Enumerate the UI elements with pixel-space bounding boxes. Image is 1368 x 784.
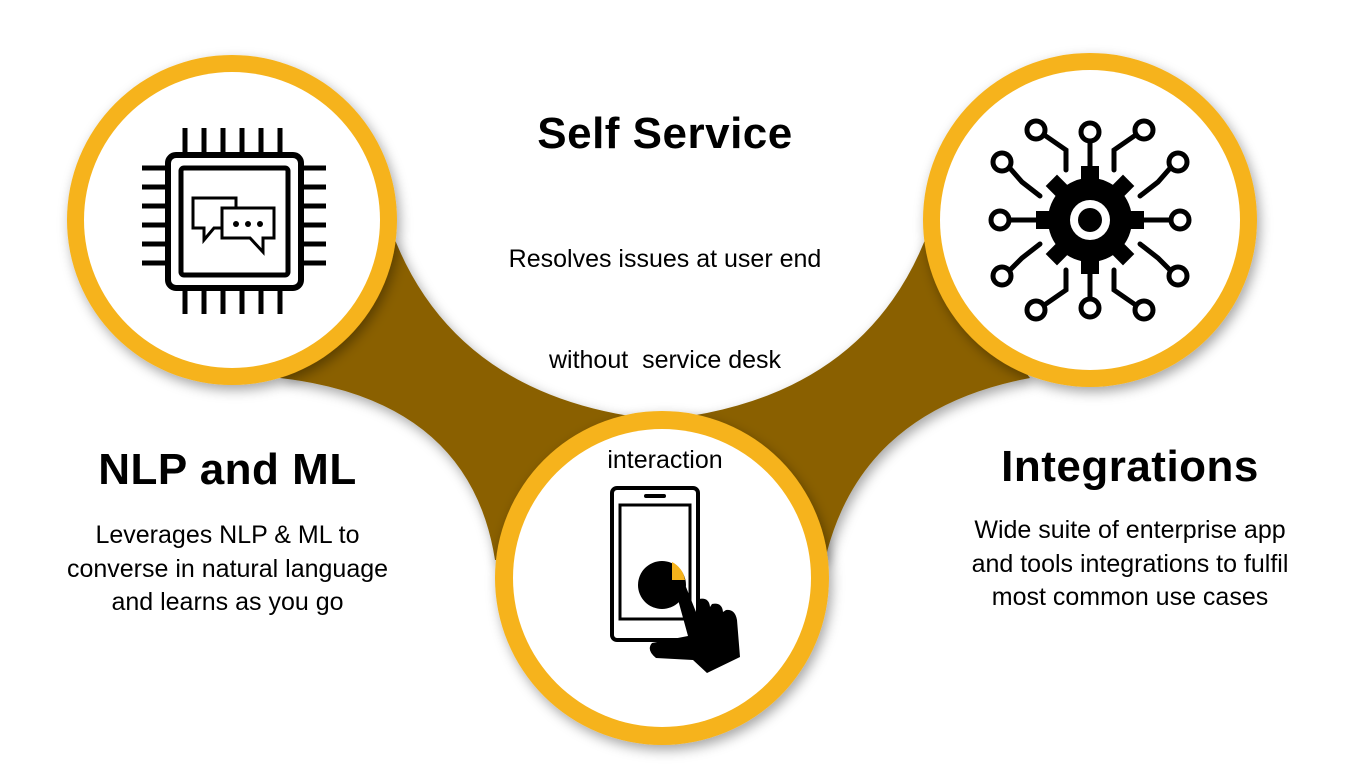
description-line: converse in natural language bbox=[66, 554, 389, 583]
description-line: Leverages NLP & ML to bbox=[95, 521, 360, 549]
connector-band bbox=[280, 240, 1030, 560]
gear-circuit-icon bbox=[988, 118, 1192, 322]
description-line: without service desk bbox=[548, 345, 782, 374]
self-service-text: Self Service Resolves issues at user end… bbox=[470, 109, 860, 545]
integrations-title: Integrations bbox=[1001, 442, 1259, 491]
description-line: most common use cases bbox=[991, 583, 1269, 611]
self-service-title: Self Service bbox=[537, 109, 793, 158]
nlp-ml-title: NLP and ML bbox=[98, 445, 357, 494]
phone-touch-icon bbox=[610, 486, 740, 673]
description-line: and tools integrations to fulfil bbox=[971, 549, 1289, 578]
self-service-description: Resolves issues at user end without serv… bbox=[470, 176, 860, 545]
nlp-ml-text: NLP and ML Leverages NLP & ML to convers… bbox=[20, 445, 435, 620]
description-line: Wide suite of enterprise app bbox=[974, 516, 1286, 544]
integrations-text: Integrations Wide suite of enterprise ap… bbox=[935, 442, 1325, 615]
chip-chat-icon bbox=[142, 128, 326, 314]
description-line: Resolves issues at user end bbox=[508, 245, 822, 273]
nlp-ml-description: Leverages NLP & ML to converse in natura… bbox=[20, 519, 435, 620]
integrations-description: Wide suite of enterprise app and tools i… bbox=[935, 514, 1325, 615]
description-line: and learns as you go bbox=[111, 588, 344, 616]
description-line: interaction bbox=[607, 446, 723, 474]
